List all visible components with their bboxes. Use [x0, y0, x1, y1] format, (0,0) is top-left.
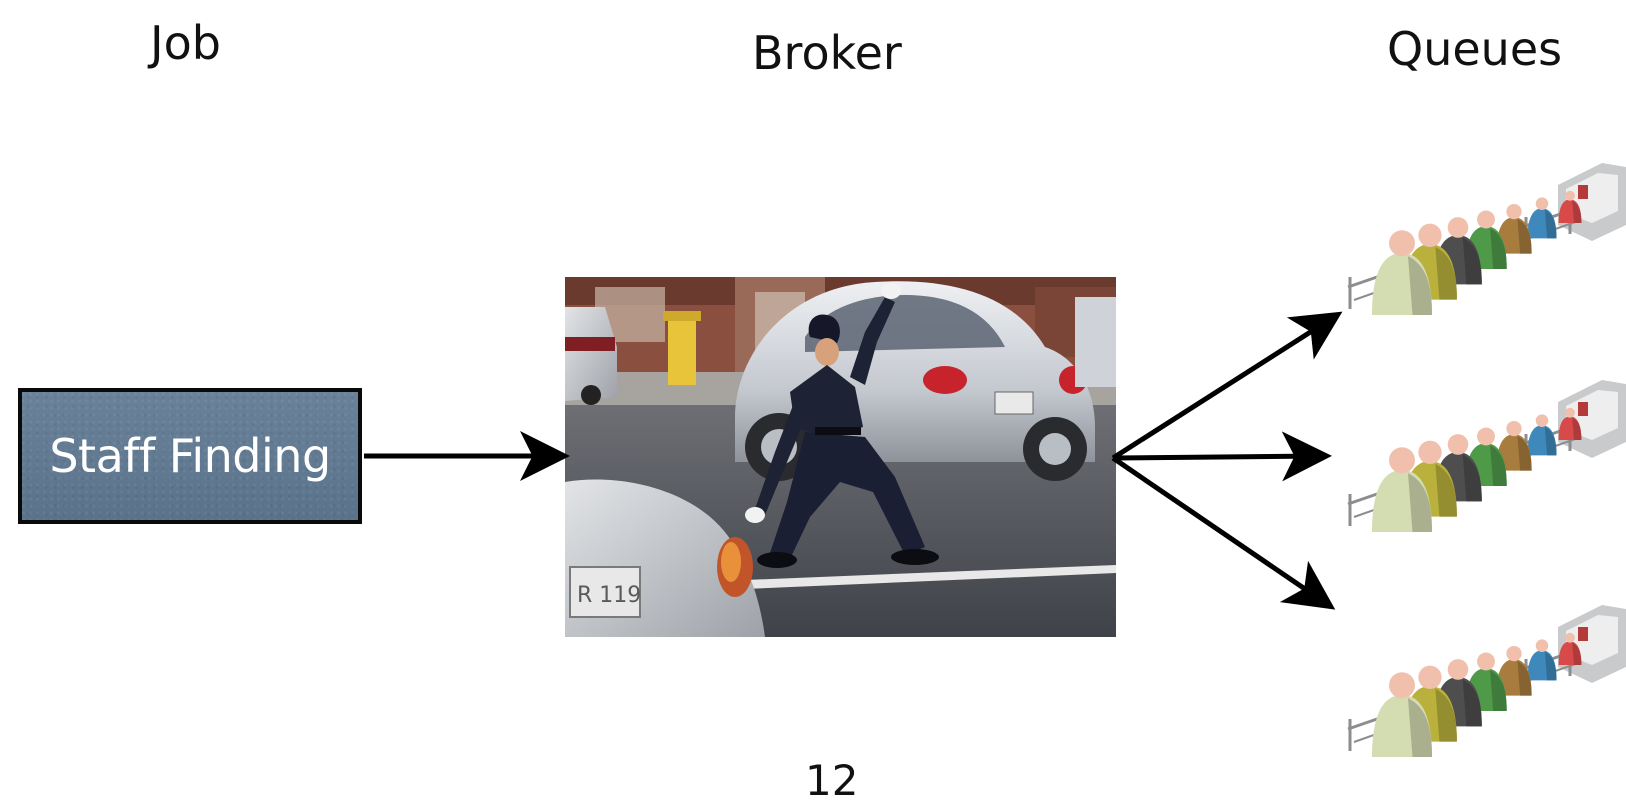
- queues-heading: Queues: [1387, 22, 1563, 76]
- queue-person: [1372, 230, 1432, 315]
- queue-person: [1434, 659, 1482, 727]
- queue-illustration: [1347, 380, 1626, 532]
- queue-person: [1496, 645, 1532, 696]
- queue-person: [1434, 434, 1482, 502]
- job-heading: Job: [150, 16, 221, 70]
- queue-person: [1527, 414, 1557, 456]
- queue-person: [1372, 672, 1432, 757]
- arrow-broker-to-queue-3: [1111, 455, 1336, 610]
- job-label: Staff Finding: [49, 429, 331, 483]
- queue-illustration: [1347, 163, 1626, 315]
- arrow-broker-to-queue-1: [1111, 311, 1343, 461]
- queue-person: [1558, 190, 1582, 223]
- broker-heading: Broker: [752, 26, 902, 80]
- job-box: Staff Finding: [18, 388, 362, 524]
- queue-person: [1527, 639, 1557, 681]
- page-number: 12: [805, 756, 859, 805]
- queue-person: [1496, 420, 1532, 471]
- queue-person: [1558, 632, 1582, 665]
- queue-illustration: [1347, 605, 1626, 757]
- queue-person: [1372, 447, 1432, 532]
- queue-person: [1496, 203, 1532, 254]
- queue-person: [1558, 407, 1582, 440]
- broker-photo: R 119: [565, 277, 1116, 637]
- plate-text: R 119: [577, 583, 641, 608]
- queue-person: [1527, 197, 1557, 239]
- arrow-broker-to-queue-2: [1112, 431, 1332, 482]
